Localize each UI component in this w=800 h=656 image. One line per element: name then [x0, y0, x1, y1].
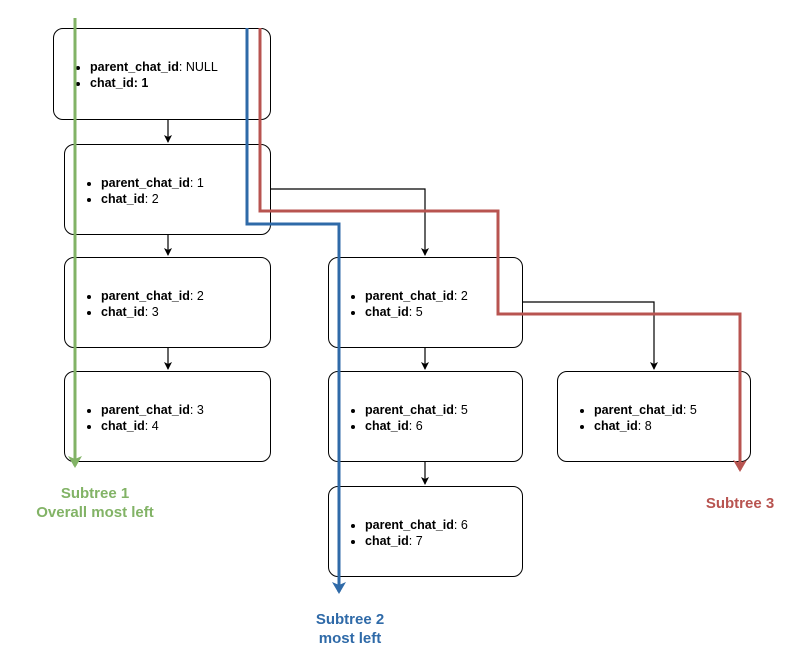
subtree-3-title: Subtree 3	[705, 495, 775, 512]
subtree-1-subtitle: Overall most left	[36, 504, 154, 521]
edge-2-5	[271, 188, 429, 256]
subtree-3-label: Subtree 3	[690, 494, 790, 513]
node-field: parent_chat_id: NULL	[90, 59, 270, 75]
subtree-2-title: Subtree 2	[315, 611, 385, 628]
node-field: parent_chat_id: 5	[594, 402, 750, 418]
chat-node-7: parent_chat_id: 6 chat_id: 7	[328, 486, 523, 577]
node-field: parent_chat_id: 2	[365, 288, 522, 304]
node-field: chat_id: 2	[101, 191, 270, 207]
node-field: parent_chat_id: 1	[101, 175, 270, 191]
chat-node-4: parent_chat_id: 3 chat_id: 4	[64, 371, 271, 462]
node-field: parent_chat_id: 6	[365, 517, 522, 533]
node-field: chat_id: 1	[90, 75, 270, 91]
edge-5-8	[523, 301, 658, 370]
node-field: chat_id: 4	[101, 418, 270, 434]
node-field: chat_id: 7	[365, 533, 522, 549]
node-field: chat_id: 6	[365, 418, 522, 434]
subtree-2-subtitle: most left	[318, 630, 382, 647]
subtree-2-label: Subtree 2 most left	[290, 610, 410, 648]
node-field: chat_id: 8	[594, 418, 750, 434]
node-field: chat_id: 5	[365, 304, 522, 320]
subtree-1-label: Subtree 1 Overall most left	[10, 484, 180, 522]
chat-node-1: parent_chat_id: NULL chat_id: 1	[53, 28, 271, 120]
chat-node-8: parent_chat_id: 5 chat_id: 8	[557, 371, 751, 462]
node-field: chat_id: 3	[101, 304, 270, 320]
node-field: parent_chat_id: 5	[365, 402, 522, 418]
chat-node-3: parent_chat_id: 2 chat_id: 3	[64, 257, 271, 348]
subtree-1-title: Subtree 1	[60, 485, 130, 502]
chat-node-5: parent_chat_id: 2 chat_id: 5	[328, 257, 523, 348]
chat-node-2: parent_chat_id: 1 chat_id: 2	[64, 144, 271, 235]
node-field: parent_chat_id: 2	[101, 288, 270, 304]
chat-node-6: parent_chat_id: 5 chat_id: 6	[328, 371, 523, 462]
node-field: parent_chat_id: 3	[101, 402, 270, 418]
